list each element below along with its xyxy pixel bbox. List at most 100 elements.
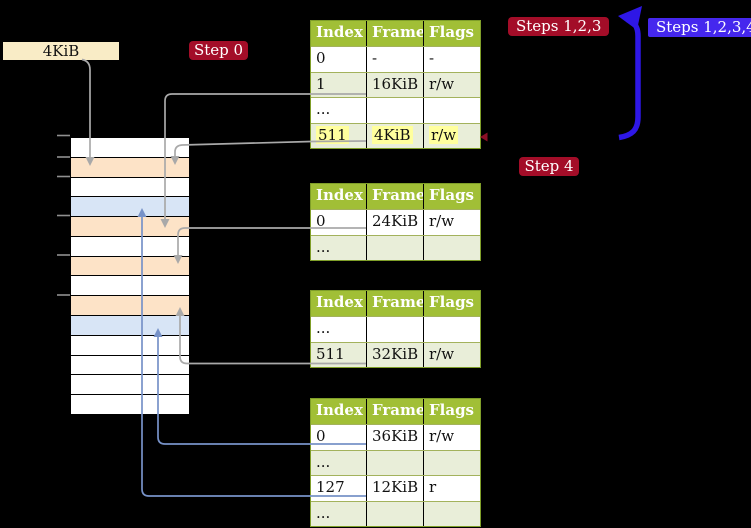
table-cell xyxy=(423,501,477,526)
table-cell: ... xyxy=(316,100,331,118)
table-row: ... xyxy=(311,316,480,342)
step0-badge: Step 0 xyxy=(189,41,248,60)
arrow-t3row511-to-row9 xyxy=(179,316,366,365)
highlighted-value: 511 xyxy=(316,125,349,144)
physical-memory-stack xyxy=(70,137,190,415)
table-row: 511 4KiB r/w xyxy=(311,122,480,149)
table-cell: 36KiB xyxy=(366,425,423,450)
table-cell: 0 xyxy=(316,427,326,445)
table-cell: - xyxy=(423,47,477,72)
table-cell xyxy=(366,98,423,123)
header-cell-flags: Flags xyxy=(423,291,477,316)
table-row: ... xyxy=(311,500,480,526)
memory-frame-white xyxy=(71,138,189,158)
arrow-t2row0-to-row7 xyxy=(177,227,366,255)
header-cell-frame: Frame xyxy=(366,184,423,209)
memory-frame-peach xyxy=(71,217,189,237)
header-cell-index: Index xyxy=(316,293,363,311)
table-cell: 24KiB xyxy=(366,210,423,235)
table-cell: 16KiB xyxy=(366,72,423,97)
memory-frame-peach xyxy=(71,296,189,317)
blue-connectors xyxy=(141,217,366,497)
header-cell-frame: Frame xyxy=(366,399,423,424)
table-cell xyxy=(366,317,423,342)
header-cell-frame: Frame xyxy=(366,21,423,46)
arrow-t4row0-to-row10 xyxy=(157,337,366,445)
step4-badge: Step 4 xyxy=(519,157,579,176)
table-cell xyxy=(366,235,423,260)
arrow-4kib-to-row2 xyxy=(81,58,91,157)
mini-red-arrowhead xyxy=(480,132,488,142)
memory-frame-white xyxy=(71,177,189,198)
table-cell: 0 xyxy=(316,212,326,230)
page-size-label: 4KiB xyxy=(3,42,119,60)
table-cell xyxy=(423,98,477,123)
table-cell: ... xyxy=(316,452,331,471)
table-row: ... xyxy=(311,449,480,475)
gray-connectors xyxy=(81,58,367,365)
memory-frame-blue xyxy=(71,316,189,336)
memory-frame-peach xyxy=(71,157,189,178)
memory-frame-white xyxy=(71,335,189,356)
header-cell-flags: Flags xyxy=(423,21,477,46)
table-cell: 511 xyxy=(316,344,345,363)
header-cell-index: Index xyxy=(316,186,363,204)
table-cell xyxy=(366,450,423,475)
memory-frame-white xyxy=(71,395,189,414)
table-cell: r xyxy=(423,476,477,501)
blue-arrowheads xyxy=(137,208,163,337)
table-row: ... xyxy=(311,234,480,260)
steps-loop-arrow xyxy=(618,6,642,141)
memory-frame-white xyxy=(71,375,189,396)
table-cell: r/w xyxy=(423,123,477,148)
table-cell: 12KiB xyxy=(366,476,423,501)
table-cell: ... xyxy=(316,503,331,522)
table-cell xyxy=(423,317,477,342)
table-cell: 4KiB xyxy=(366,123,423,148)
table-cell xyxy=(423,450,477,475)
table-cell: ... xyxy=(316,319,331,337)
header-cell-frame: Frame xyxy=(366,291,423,316)
memory-frame-white xyxy=(71,236,189,257)
table-cell: 511 xyxy=(311,124,366,149)
steps1234-badge: Steps 1,2,3,4 xyxy=(648,18,751,37)
arrow-t1row511-to-row2 xyxy=(174,140,367,156)
header-cell-flags: Flags xyxy=(423,184,477,209)
highlighted-value: r/w xyxy=(429,125,459,144)
table-cell: 0 xyxy=(316,49,326,67)
table-cell: ... xyxy=(316,237,331,256)
table-cell: 127 xyxy=(316,478,345,496)
memory-frame-peach xyxy=(71,256,189,277)
table-cell: - xyxy=(366,47,423,72)
header-cell-index: Index xyxy=(316,23,363,41)
header-cell-flags: Flags xyxy=(423,399,477,424)
highlighted-value: 4KiB xyxy=(372,125,413,144)
gray-arrowheads xyxy=(85,156,185,316)
table-cell: r/w xyxy=(423,342,477,367)
table-cell: r/w xyxy=(423,72,477,97)
memory-frame-blue xyxy=(71,197,189,218)
table-row: 0 -- xyxy=(311,46,480,72)
table-row: ... xyxy=(311,97,480,123)
steps123-badge: Steps 1,2,3 xyxy=(508,17,610,36)
table-cell xyxy=(423,235,477,260)
memory-frame-white xyxy=(71,276,189,297)
header-cell-index: Index xyxy=(316,401,363,419)
arrow-t4row127-to-row4 xyxy=(141,217,366,497)
table-cell: r/w xyxy=(423,425,477,450)
table-cell xyxy=(366,501,423,526)
table-cell: 1 xyxy=(316,74,326,93)
